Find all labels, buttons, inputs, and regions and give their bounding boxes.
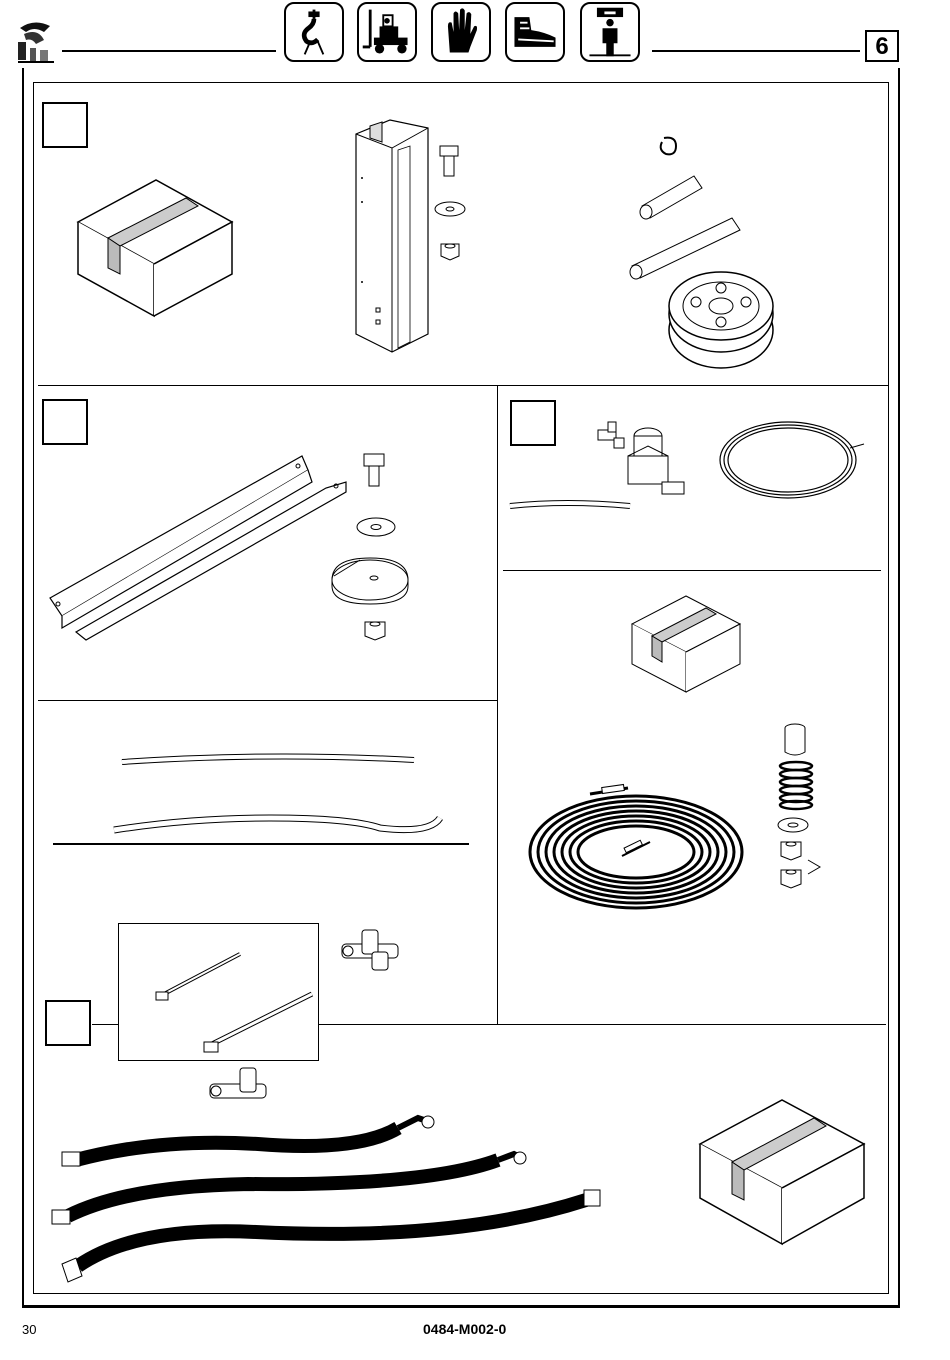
washer-icon	[356, 516, 396, 538]
package-box-icon	[698, 1098, 866, 1248]
eccentric-disc-icon	[330, 556, 410, 606]
divider	[497, 385, 498, 1025]
page-number: 30	[22, 1322, 36, 1337]
divider	[503, 570, 881, 571]
crossbar-beam-icon	[46, 452, 352, 642]
bolt-icon	[438, 142, 460, 178]
item-marker-box	[45, 1000, 91, 1046]
protective-gloves-icon	[431, 2, 491, 62]
package-box-icon	[630, 594, 742, 694]
lift-column-icon	[352, 112, 432, 356]
item-marker-box	[510, 400, 556, 446]
hose-icon	[506, 498, 634, 514]
solenoid-valve-icon	[622, 426, 686, 500]
tee-fitting-icon	[206, 1064, 270, 1110]
sleeve-icon	[782, 722, 808, 758]
nut-icon	[438, 240, 462, 262]
snap-ring-icon	[656, 134, 680, 158]
washer-icon	[434, 200, 466, 218]
bolt-icon	[362, 450, 386, 488]
pointer-mark	[806, 858, 822, 876]
tube-icon	[118, 752, 418, 768]
tee-fitting-icon	[338, 926, 402, 974]
nut-icon	[778, 866, 804, 890]
washer-icon	[776, 816, 810, 834]
document-code: 0484-M002-0	[423, 1321, 506, 1337]
divider	[53, 843, 469, 845]
safety-shoes-icon	[505, 2, 565, 62]
spring-icon	[776, 760, 816, 810]
divider	[38, 385, 888, 386]
nut-icon	[362, 618, 388, 642]
lift-logo-icon	[14, 18, 58, 66]
item-marker-box	[42, 399, 88, 445]
divider	[38, 700, 497, 701]
divider	[318, 1024, 886, 1025]
cable-tie-icon	[200, 988, 316, 1056]
page-section-number: 6	[865, 30, 899, 62]
divider	[92, 1024, 118, 1025]
nut-icon	[778, 838, 804, 862]
cable-coil-icon	[526, 780, 746, 912]
item-marker-box	[42, 102, 88, 148]
air-tube-coil-icon	[716, 418, 866, 504]
hydraulic-hose-icon	[56, 1186, 608, 1284]
forklift-icon	[357, 2, 417, 62]
package-box-icon	[76, 178, 234, 318]
crane-hook-icon	[284, 2, 344, 62]
tube-icon	[110, 808, 446, 838]
worker-icon	[580, 2, 640, 62]
pulley-icon	[666, 268, 776, 372]
